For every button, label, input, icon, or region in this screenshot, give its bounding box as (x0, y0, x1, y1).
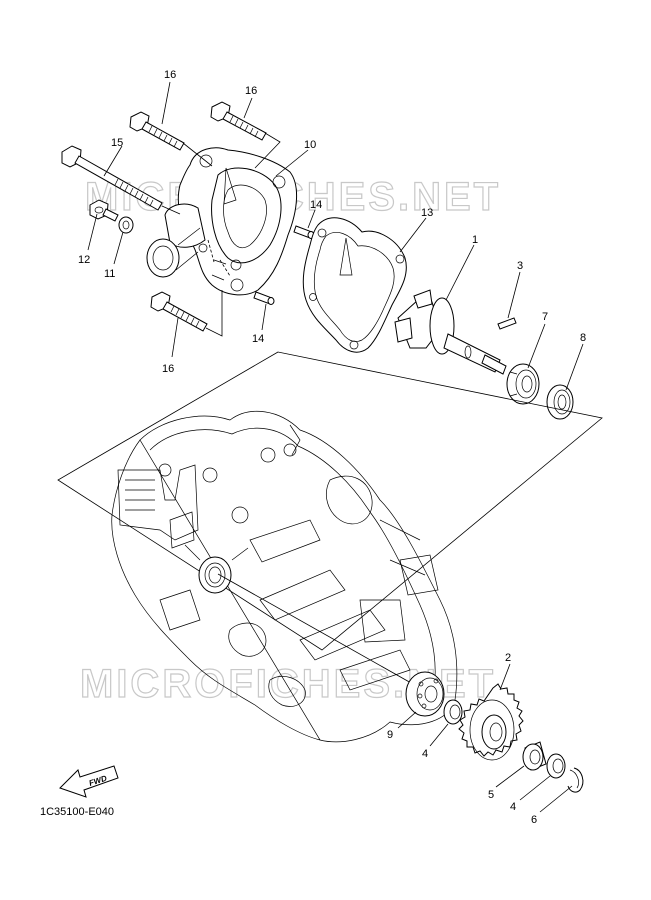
callout-6: 6 (531, 814, 537, 826)
callout-9: 9 (387, 729, 393, 741)
dowel-pin-14-lower (253, 291, 275, 305)
washer-4-lower (546, 753, 566, 779)
assembly-bracket-lower (205, 290, 223, 337)
washer-4-upper (443, 699, 463, 725)
shaft-centerline (217, 573, 421, 689)
pin-3 (497, 317, 517, 330)
impeller-shaft-1 (394, 289, 507, 375)
assembly-bracket-top (161, 132, 281, 215)
callout-15: 15 (111, 137, 123, 149)
callout-14: 14 (310, 199, 322, 211)
callout-16: 16 (245, 85, 257, 97)
callout-4: 4 (422, 748, 428, 760)
circlip-6 (567, 767, 584, 793)
callout-14: 14 (252, 333, 264, 345)
callout-labels: 16 16 15 10 14 13 1 3 12 11 7 8 14 16 2 … (78, 69, 586, 826)
fwd-arrow-icon: FWD (59, 765, 119, 798)
bolt-16-lower (150, 291, 208, 332)
bolt-16-top-right (210, 101, 267, 141)
diagram-code: 1C35100-E040 (40, 806, 115, 818)
pump-cover-10 (146, 147, 298, 296)
oil-seal-8 (546, 384, 574, 420)
callout-2: 2 (505, 652, 511, 664)
callout-16: 16 (164, 69, 176, 81)
bolt-16-top-left (129, 111, 185, 151)
assembly-frame (57, 351, 603, 651)
bearing-7 (506, 363, 540, 405)
washer-11 (118, 216, 134, 234)
crankcase (111, 410, 458, 743)
gear-2 (458, 683, 524, 761)
callout-3: 3 (517, 260, 523, 272)
callout-4: 4 (510, 801, 516, 813)
leader-lines (87, 81, 584, 813)
collar-5 (522, 741, 547, 771)
gasket-13 (302, 217, 407, 353)
bolt-15-long (61, 145, 163, 211)
callout-10: 10 (304, 139, 316, 151)
bearing-9 (405, 671, 445, 717)
dowel-pin-14-upper (293, 225, 315, 239)
callout-12: 12 (78, 254, 90, 266)
callout-8: 8 (580, 332, 586, 344)
callout-5: 5 (488, 789, 494, 801)
callout-13: 13 (421, 207, 433, 219)
callout-16: 16 (162, 363, 174, 375)
callout-7: 7 (542, 311, 548, 323)
callout-11: 11 (104, 268, 115, 280)
bolt-12 (89, 199, 119, 222)
callout-1: 1 (472, 234, 478, 246)
